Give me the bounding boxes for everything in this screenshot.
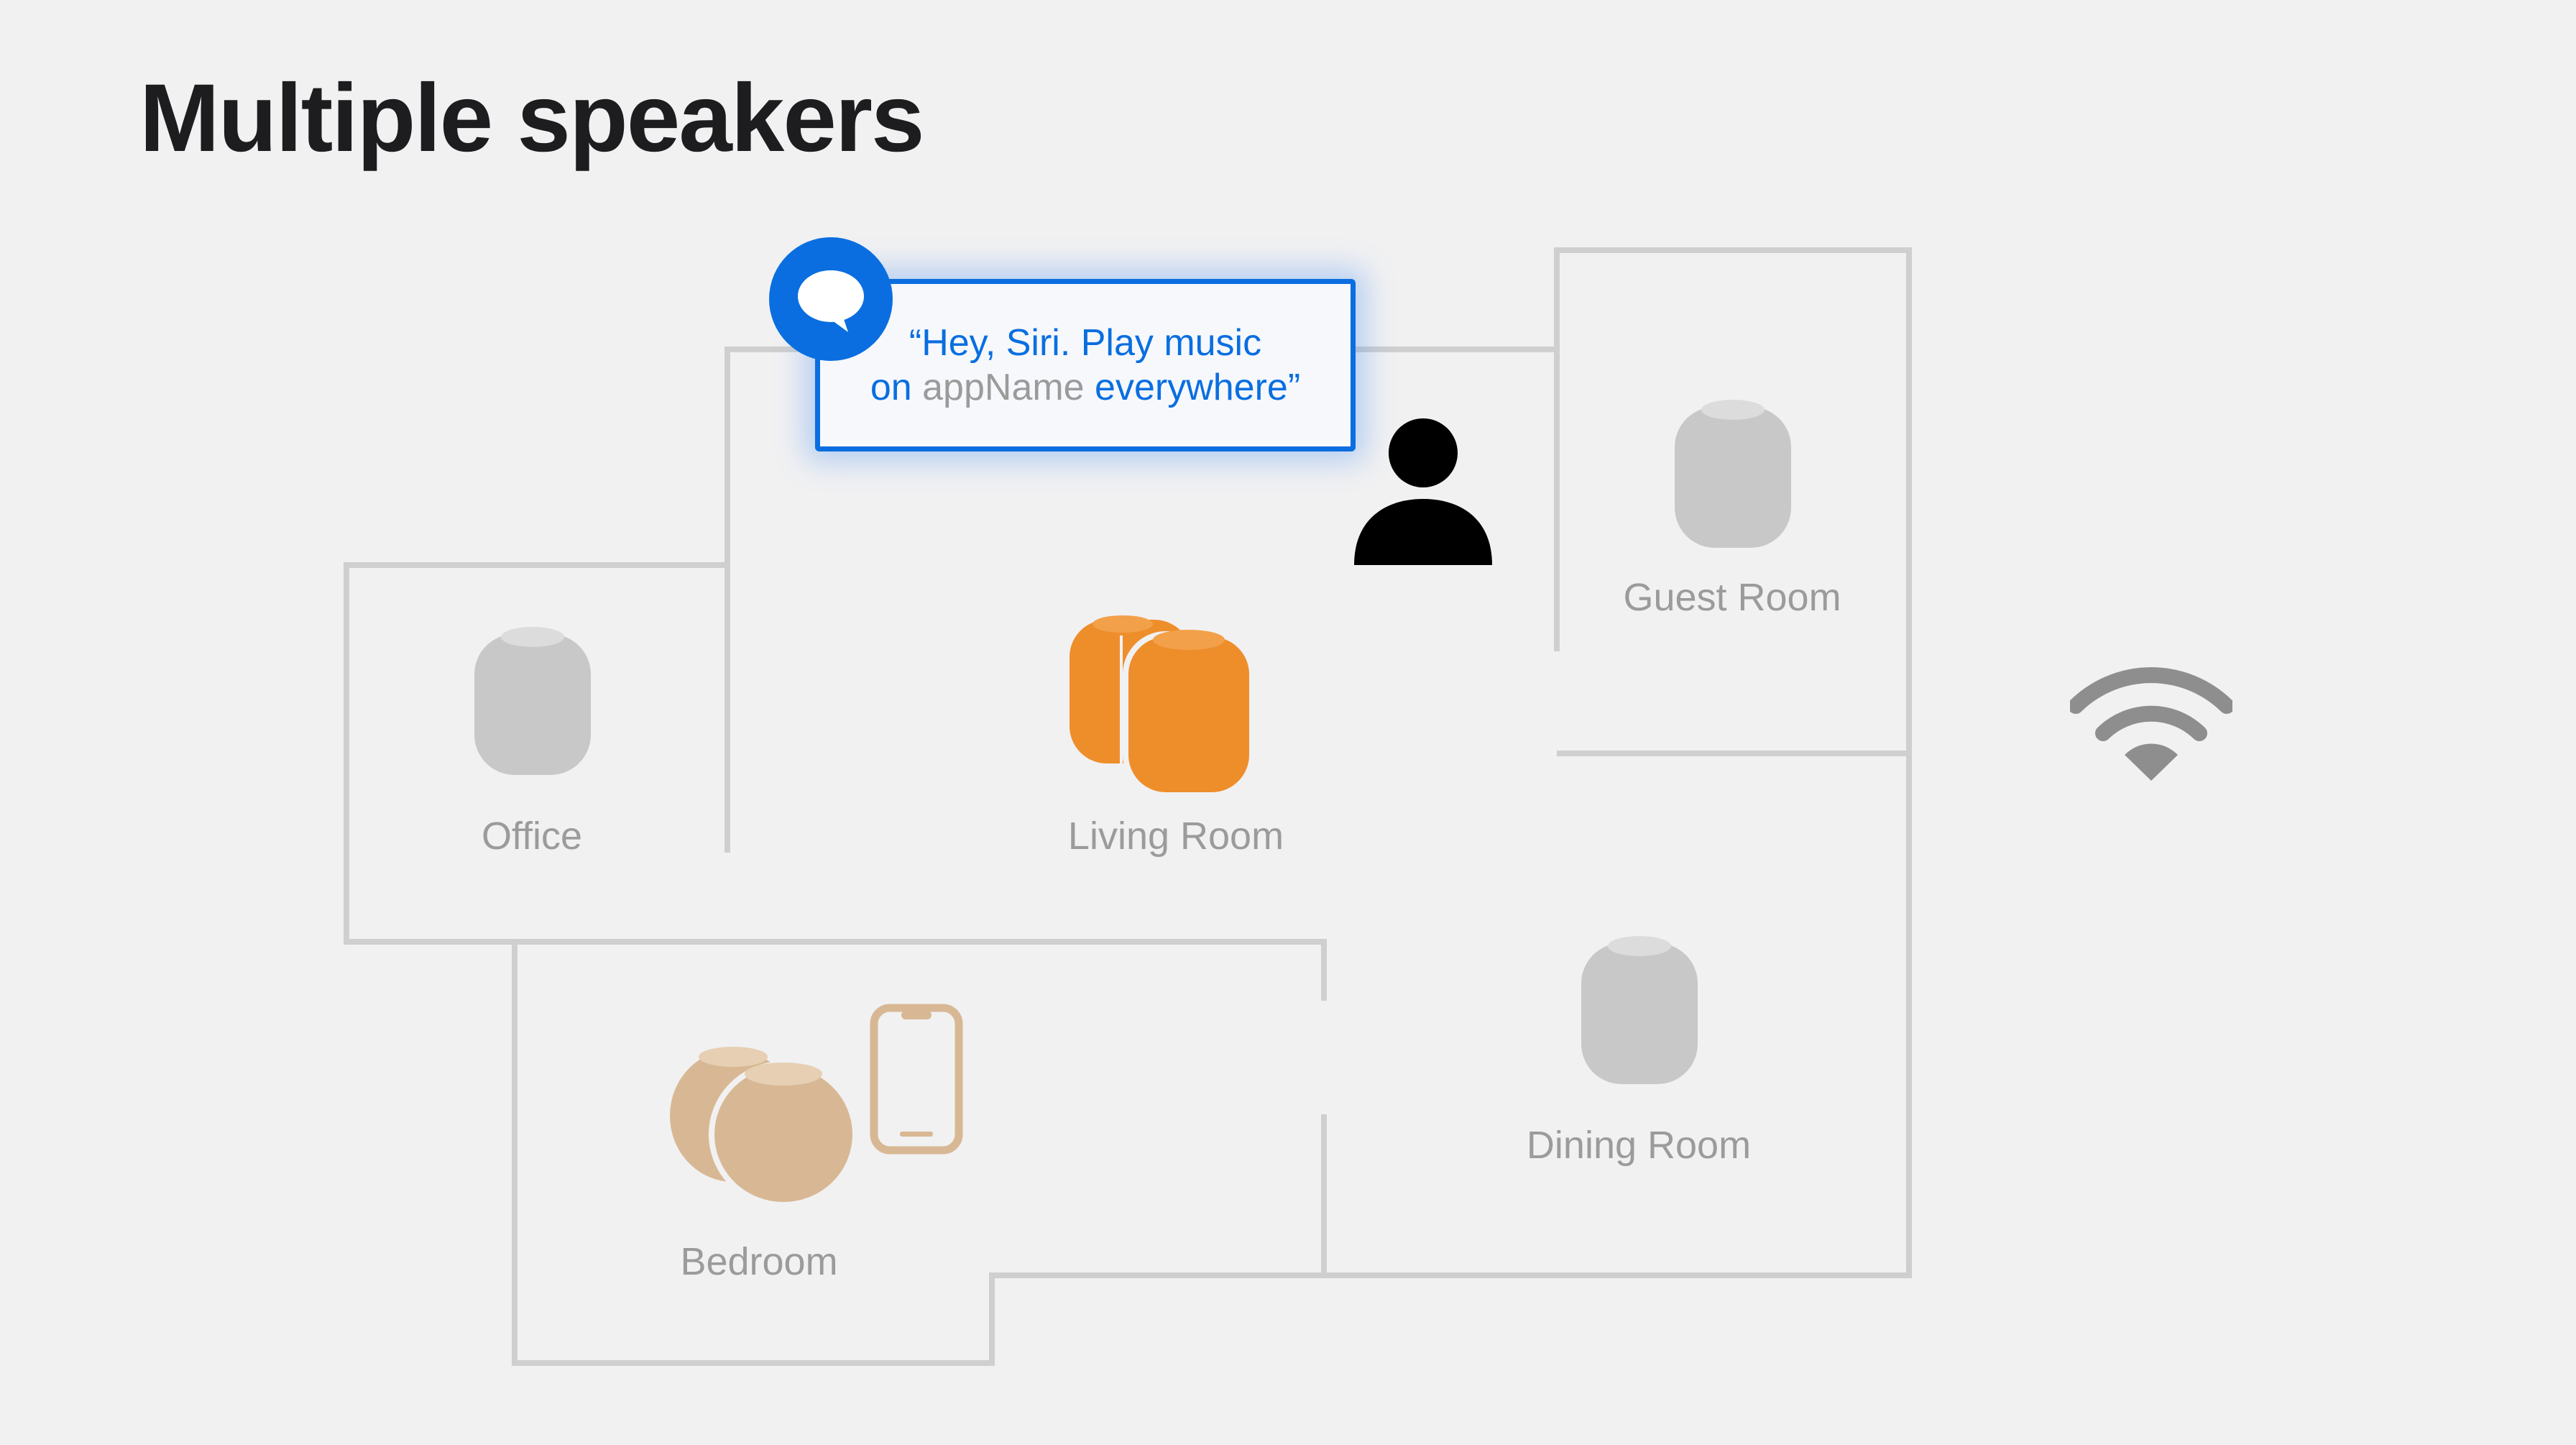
speaker-office	[474, 627, 591, 775]
siri-request-line2: on appName everywhere”	[870, 365, 1300, 410]
wall-dining	[1321, 753, 1912, 1278]
wifi-icon	[2070, 667, 2232, 781]
homepod-icon	[474, 627, 591, 775]
room-label-guest-room: Guest Room	[1623, 576, 1841, 619]
speaker-dining-room	[1581, 936, 1698, 1084]
siri-request-app-name: appName	[922, 367, 1085, 408]
walls	[344, 247, 1912, 1366]
room-label-office: Office	[481, 815, 583, 858]
room-label-bedroom: Bedroom	[680, 1240, 838, 1283]
homepod-icon	[1675, 400, 1791, 548]
homepod-icon	[1581, 936, 1698, 1084]
wall-middle	[727, 939, 1327, 1001]
wall-office	[344, 562, 727, 945]
iphone-icon	[870, 1004, 963, 1155]
siri-request-callout: “Hey, Siri. Play music on appName everyw…	[815, 279, 1356, 451]
room-label-dining-room: Dining Room	[1526, 1124, 1752, 1167]
slide-title: Multiple speakers	[139, 65, 925, 172]
siri-request-everywhere: everywhere”	[1095, 367, 1301, 408]
speaker-guest-room	[1675, 400, 1791, 548]
siri-request-line1: “Hey, Siri. Play music	[908, 322, 1262, 364]
speakers-bedroom	[670, 1047, 855, 1206]
phone-bedroom	[870, 1004, 963, 1155]
siri-request-on: on	[870, 367, 912, 408]
speech-bubble-icon	[769, 237, 893, 361]
person-icon	[1354, 418, 1492, 565]
homepod-mini-pair-icon	[670, 1047, 855, 1206]
wall-guest	[1554, 247, 1912, 753]
room-label-living-room: Living Room	[1067, 815, 1284, 858]
speakers-living-room	[1070, 615, 1255, 798]
wall-bedroom	[512, 942, 1324, 1366]
wall-living-top	[724, 347, 815, 565]
homepod-pair-icon	[1070, 615, 1255, 798]
